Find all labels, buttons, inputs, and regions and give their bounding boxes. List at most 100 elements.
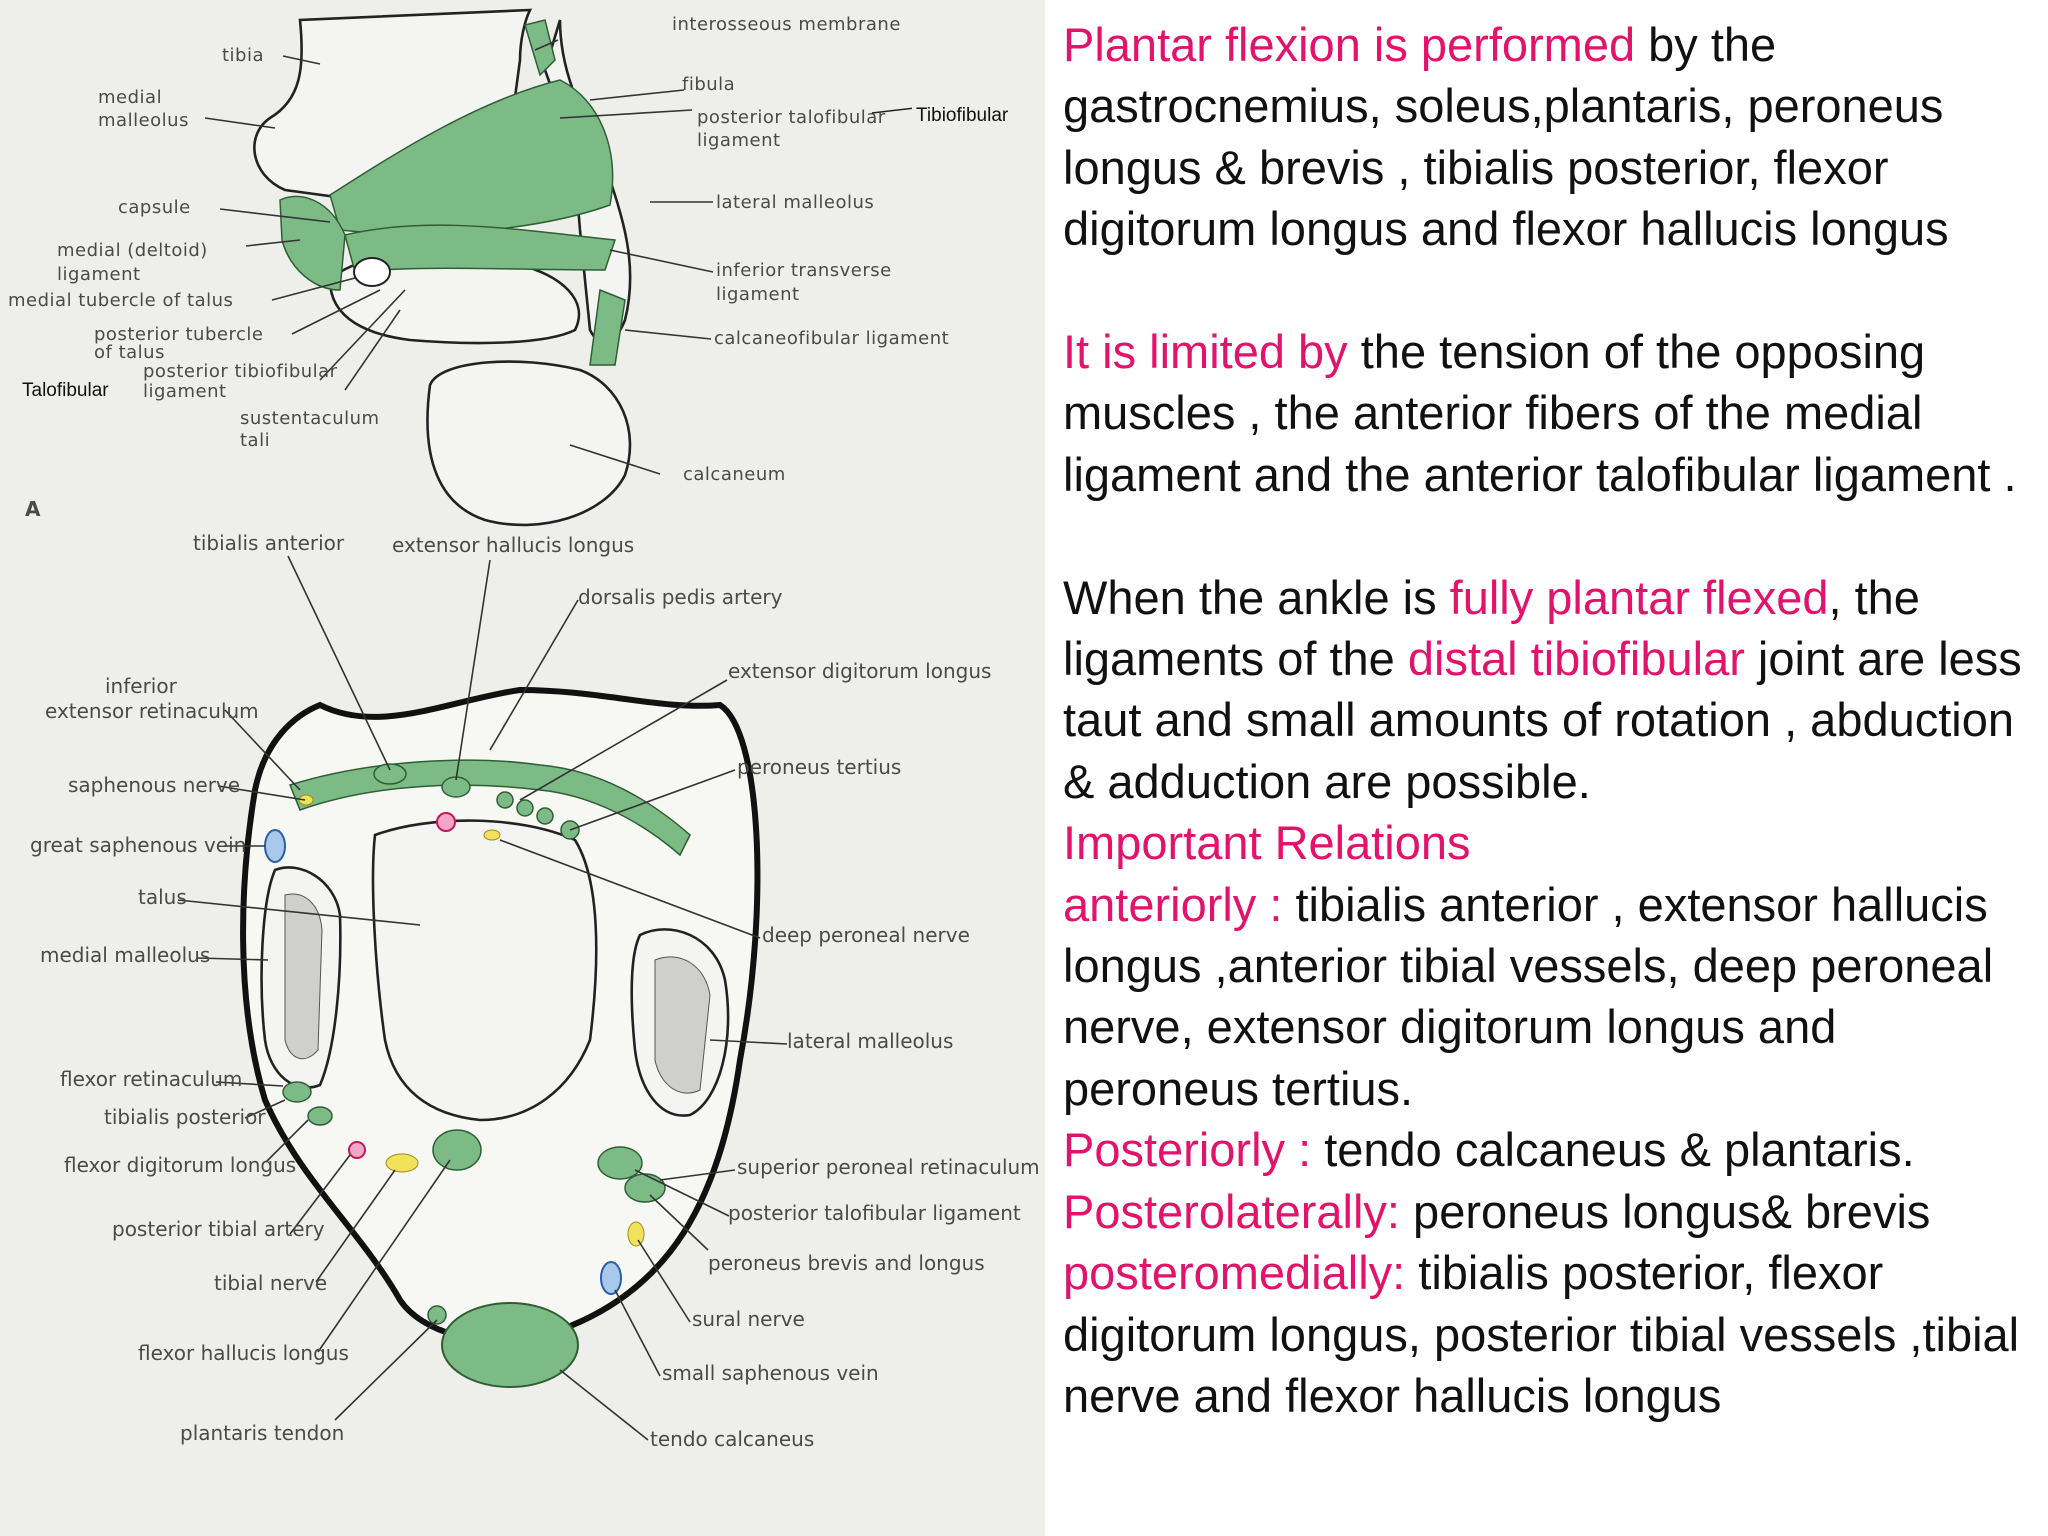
relation-posteromedial-text: tibialis posterior, flexor digitorum lon…: [1063, 1246, 2020, 1422]
label-medial-malleolus-2: malleolus: [98, 110, 189, 131]
label-inferior-extensor-retinaculum-2: extensor retinaculum: [45, 699, 259, 723]
plantar-flexion-paragraph: Plantar flexion is performed by the gast…: [1063, 14, 2038, 260]
tibiofibular-annotation-bg: [912, 100, 1030, 126]
label-lateral-malleolus: lateral malleolus: [716, 192, 874, 213]
label-posterior-tubercle-1: posterior tubercle: [94, 324, 263, 345]
label-tibial-nerve: tibial nerve: [214, 1271, 327, 1295]
label-flexor-digitorum-longus: flexor digitorum longus: [64, 1153, 296, 1177]
label-flexor-retinaculum: flexor retinaculum: [60, 1067, 242, 1091]
saphenous-nerve: [298, 794, 314, 806]
label-talofibular-annotation: Talofibular: [22, 380, 109, 401]
label-talus: talus: [138, 885, 187, 909]
label-tendo-calcaneus: tendo calcaneus: [650, 1427, 814, 1451]
relation-posterolateral-label: Posterolaterally:: [1063, 1184, 1400, 1238]
label-inferior-extensor-retinaculum-1: inferior: [105, 674, 178, 698]
fdl-tendon: [307, 1106, 333, 1126]
relation-posteromedial: posteromedially: tibialis posterior, fle…: [1063, 1242, 2038, 1426]
label-great-saphenous-vein: great saphenous vein: [30, 833, 246, 857]
tibiofibular-text-c: joint are less taut and small amounts of…: [1063, 632, 2022, 808]
limitation-text: the tension of the opposing muscles , th…: [1063, 325, 2017, 501]
label-posterior-tibiofibular-2: ligament: [143, 381, 227, 402]
relation-anterior: anteriorly : tibialis anterior , extenso…: [1063, 874, 2038, 1120]
relation-anterior-label: anteriorly :: [1063, 877, 1283, 931]
medial-deltoid-ligament: [279, 195, 346, 291]
fhl-muscle: [432, 1129, 482, 1171]
anatomy-figure-panel: A interosseous membrane tibia fibula med…: [0, 0, 1045, 1536]
relation-posterior: Posteriorly : tendo calcaneus & plantari…: [1063, 1119, 2038, 1180]
paragraph-gap: [1063, 260, 2038, 321]
label-medial-malleolus-b: medial malleolus: [40, 943, 210, 967]
label-posterior-talofibular-1: posterior talofibular: [697, 107, 886, 128]
label-posterior-tubercle-2: of talus: [94, 342, 165, 363]
label-posterior-tibiofibular-1: posterior tibiofibular: [143, 361, 338, 382]
lecture-notes-text: Plantar flexion is performed by the gast…: [1063, 14, 2038, 1426]
label-medial-malleolus-1: medial: [98, 87, 162, 108]
fully-plantar-flexed-highlight: fully plantar flexed: [1449, 570, 1829, 624]
tibiofibular-text-b: , the ligaments of the: [1063, 570, 1920, 686]
dorsalis-pedis-artery: [436, 812, 456, 832]
label-deep-peroneal-nerve: deep peroneal nerve: [762, 923, 970, 947]
tibiofibular-paragraph: When the ankle is fully plantar flexed, …: [1063, 567, 2038, 813]
relation-anterior-text: tibialis anterior , extensor hallucis lo…: [1063, 877, 1994, 1115]
plantar-flexion-muscles: by the gastrocnemius, soleus,plantaris, …: [1063, 18, 1949, 256]
panel-letter-a: A: [25, 497, 41, 521]
limitation-highlight: It is limited by: [1063, 325, 1348, 379]
lateral-malleolus-marrow: [654, 956, 711, 1094]
label-calcaneofibular: calcaneofibular ligament: [714, 328, 949, 349]
label-inferior-transverse-1: inferior transverse: [716, 260, 892, 281]
label-extensor-digitorum-longus: extensor digitorum longus: [728, 659, 991, 683]
calcaneum-bone: [426, 360, 632, 527]
label-dorsalis-pedis-artery: dorsalis pedis artery: [578, 585, 783, 609]
small-saphenous-vein: [600, 1261, 622, 1295]
label-fibula: fibula: [682, 74, 735, 95]
relation-posterior-label: Posteriorly :: [1063, 1123, 1312, 1177]
label-calcaneum: calcaneum: [683, 464, 786, 485]
label-peroneus-brevis-longus: peroneus brevis and longus: [708, 1251, 985, 1275]
label-tibia: tibia: [222, 45, 264, 66]
label-sustentaculum-2: tali: [240, 430, 270, 451]
label-tibialis-anterior: tibialis anterior: [193, 531, 345, 555]
posterior-tibial-artery: [348, 1141, 366, 1159]
relation-posterior-text: tendo calcaneus & plantaris.: [1311, 1123, 1915, 1177]
sural-nerve: [627, 1221, 645, 1247]
label-sustentaculum-1: sustentaculum: [240, 408, 380, 429]
extensor-digitorum-tendon-3: [536, 807, 554, 825]
ankle-anatomy-illustration: A interosseous membrane tibia fibula med…: [8, 8, 1040, 1451]
great-saphenous-vein: [264, 829, 286, 863]
label-peroneus-tertius: peroneus tertius: [737, 755, 901, 779]
label-sural-nerve: sural nerve: [692, 1307, 805, 1331]
label-medial-tubercle: medial tubercle of talus: [8, 290, 233, 311]
limitation-paragraph: It is limited by the tension of the oppo…: [1063, 321, 2038, 505]
figure-b-drawing: [177, 555, 788, 1441]
medial-tubercle-marker: [353, 257, 391, 287]
label-small-saphenous-vein: small saphenous vein: [662, 1361, 879, 1385]
plantaris-tendon: [427, 1305, 447, 1325]
deep-peroneal-nerve: [483, 829, 501, 841]
tibialis-anterior-tendon: [373, 763, 407, 785]
label-posterior-talofibular-ligament: posterior talofibular ligament: [728, 1201, 1021, 1225]
label-posterior-talofibular-2: ligament: [697, 130, 781, 151]
label-lateral-malleolus-b: lateral malleolus: [787, 1029, 953, 1053]
label-interosseous-membrane: interosseous membrane: [672, 14, 901, 35]
label-flexor-hallucis-longus: flexor hallucis longus: [138, 1341, 349, 1365]
talus-section: [371, 819, 598, 1122]
distal-tibiofibular-highlight: distal tibiofibular: [1407, 632, 1745, 686]
tibialis-posterior-tendon: [282, 1081, 312, 1103]
relation-posteromedial-label: posteromedially:: [1063, 1246, 1406, 1300]
relations-heading: Important Relations: [1063, 816, 1471, 870]
tibial-nerve: [385, 1153, 419, 1173]
label-tibiofibular-annotation: Tibiofibular: [916, 105, 1009, 126]
paragraph-gap: [1063, 505, 2038, 566]
extensor-digitorum-tendon-2: [516, 799, 534, 817]
plantar-flexion-highlight: Plantar flexion is performed: [1063, 18, 1636, 71]
tendo-calcaneus-section: [441, 1302, 579, 1388]
tibiofibular-annotation-leader: [871, 107, 916, 114]
peroneus-longus-tendon: [597, 1146, 643, 1180]
label-inferior-transverse-2: ligament: [716, 284, 800, 305]
relation-posterolateral-text: peroneus longus& brevis: [1400, 1184, 1931, 1238]
label-medial-deltoid-1: medial (deltoid): [57, 240, 208, 261]
figure-a-drawing: A: [25, 8, 714, 527]
label-posterior-tibial-artery: posterior tibial artery: [112, 1217, 325, 1241]
relation-posterolateral: Posterolaterally: peroneus longus& brevi…: [1063, 1181, 2038, 1242]
label-capsule: capsule: [118, 197, 191, 218]
